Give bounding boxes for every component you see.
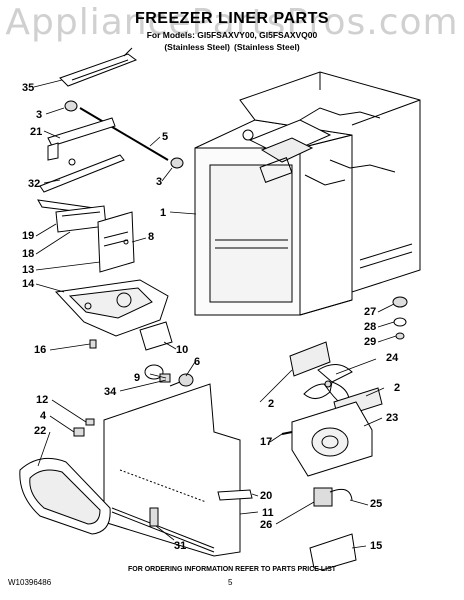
callout-21: 21 (30, 126, 43, 138)
callout-27: 27 (364, 306, 377, 318)
roller-drawing (170, 157, 184, 169)
callout-19: 19 (22, 230, 35, 242)
callout-32: 32 (28, 178, 41, 190)
callout-25: 25 (370, 498, 383, 510)
callout-24: 24 (386, 352, 399, 364)
callout-26: 26 (260, 519, 273, 531)
slide-drawing-21 (47, 117, 116, 166)
freezer-liner-drawing (194, 71, 421, 316)
callout-29: 29 (364, 336, 377, 348)
bracket-drawing-15 (309, 533, 357, 571)
roller-drawing (64, 100, 78, 112)
page-title: FREEZER LINER PARTS (134, 10, 330, 27)
callout-5: 5 (162, 131, 169, 143)
lamp-drawing (144, 364, 194, 387)
document-number: W10396486 (8, 578, 52, 587)
page-number: 5 (228, 578, 233, 587)
callout-2: 2 (268, 398, 275, 410)
callout-20: 20 (260, 490, 273, 502)
material-label: (Stainless Steel) (164, 42, 230, 52)
callout-3: 3 (156, 176, 163, 188)
ordering-note: FOR ORDERING INFORMATION REFER TO PARTS … (127, 566, 337, 573)
insulation-drawing (289, 341, 331, 377)
callout-17: 17 (260, 436, 273, 448)
panel-drawing-11 (103, 383, 241, 557)
rail-drawing-32 (39, 154, 125, 193)
watermark-text: AppliancePartsPros.com (5, 2, 459, 43)
callout-23: 23 (386, 412, 399, 424)
callout-9: 9 (134, 372, 141, 384)
bracket-drawing-19 (37, 199, 107, 233)
callout-31: 31 (174, 540, 187, 552)
materials-line: (Stainless Steel) (Stainless Steel) (0, 42, 464, 52)
screw-drawing (281, 431, 293, 435)
clip-drawing-12 (73, 418, 95, 437)
callout-6: 6 (194, 356, 201, 368)
leader-lines (33, 79, 397, 549)
callout-35: 35 (22, 82, 35, 94)
callout-8: 8 (148, 231, 155, 243)
rail-drawing-35 (59, 47, 138, 87)
part-drawing-20 (217, 489, 253, 501)
callout-14: 14 (22, 278, 35, 290)
callout-1: 1 (160, 207, 167, 219)
motor-drawing (313, 487, 353, 507)
bracket-drawing-8 (97, 211, 135, 273)
models-line: For Models: GI5FSAXVY00, GI5FSAXVQ00 (146, 30, 318, 40)
callout-11: 11 (262, 507, 274, 519)
label-drawing-10 (139, 321, 173, 351)
fan-housing-drawing (291, 401, 373, 477)
callout-16: 16 (34, 344, 47, 356)
callout-12: 12 (36, 394, 49, 406)
cover-drawing-14 (54, 279, 169, 337)
callout-13: 13 (22, 264, 35, 276)
rod-drawing (79, 107, 169, 161)
callout-3: 3 (36, 109, 43, 121)
fastener-stack-drawing (392, 296, 408, 340)
callout-2: 2 (394, 382, 401, 394)
grille-drawing-22 (19, 457, 111, 535)
material-label: (Stainless Steel) (234, 42, 300, 52)
callout-22: 22 (34, 425, 47, 437)
callout-10: 10 (176, 344, 189, 356)
part-drawing-31 (149, 507, 159, 527)
clip-drawing-16 (89, 339, 97, 349)
callout-15: 15 (370, 540, 383, 552)
callout-4: 4 (40, 410, 47, 422)
callout-28: 28 (364, 321, 377, 333)
callout-18: 18 (22, 248, 35, 260)
callout-34: 34 (104, 386, 117, 398)
